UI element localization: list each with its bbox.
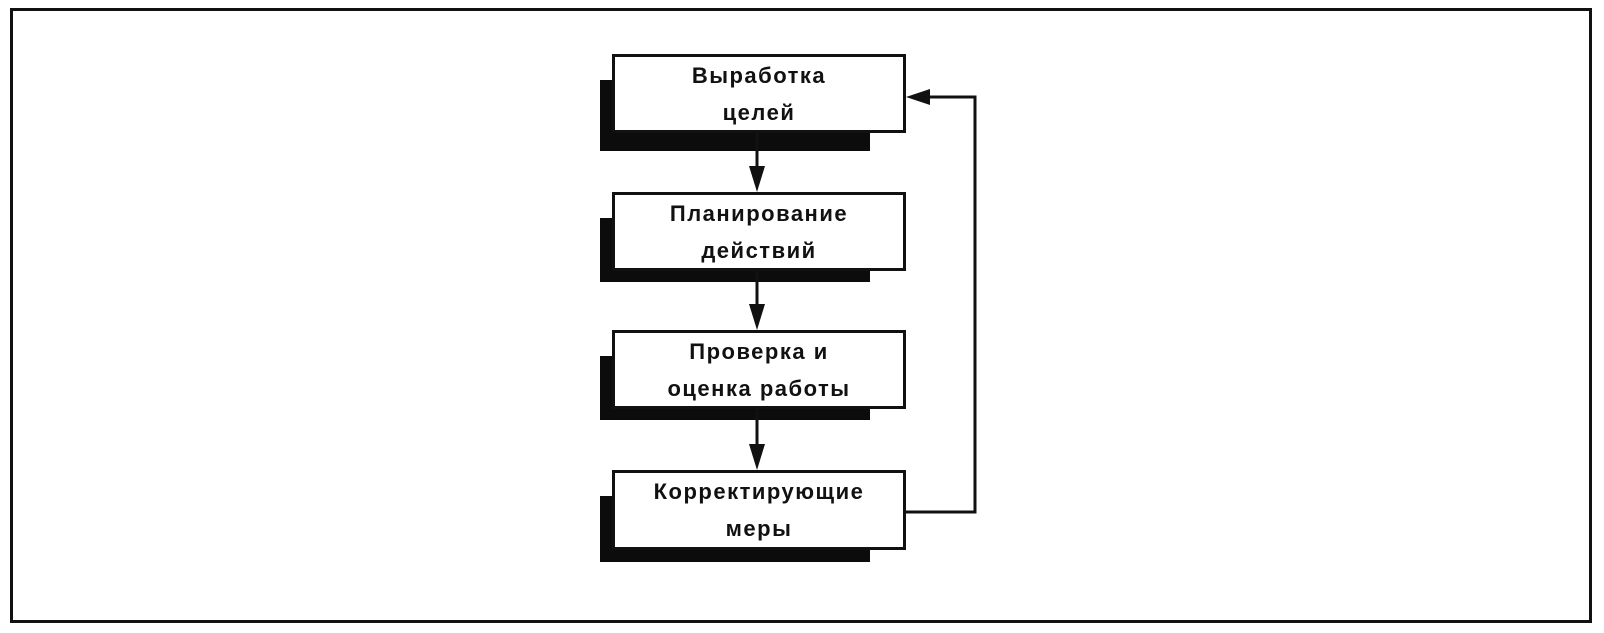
step-2-line-1: Планирование [669,200,849,226]
step-3-line-1: Проверка и [689,338,829,364]
step-3-line-2: оценка работы [667,375,851,401]
arrow-1-2-head [749,166,765,192]
step-1-box: Выработка целей [612,54,906,133]
step-4-box: Корректирующие меры [612,470,906,550]
feedback-loop-arrow-head [906,89,930,105]
diagram-frame [10,8,1592,623]
step-4-line-2: меры [725,516,793,541]
arrow-3-4-head [749,444,765,470]
step-1-line-1: Выработка [691,62,827,88]
step-1-line-2: целей [722,99,796,125]
step-4-line-1: Корректирующие [653,479,865,504]
step-2-line-2: действий [701,237,817,263]
feedback-loop-line [906,95,977,514]
arrow-2-3-head [749,304,765,330]
step-3-box: Проверка и оценка работы [612,330,906,409]
step-2-box: Планирование действий [612,192,906,271]
